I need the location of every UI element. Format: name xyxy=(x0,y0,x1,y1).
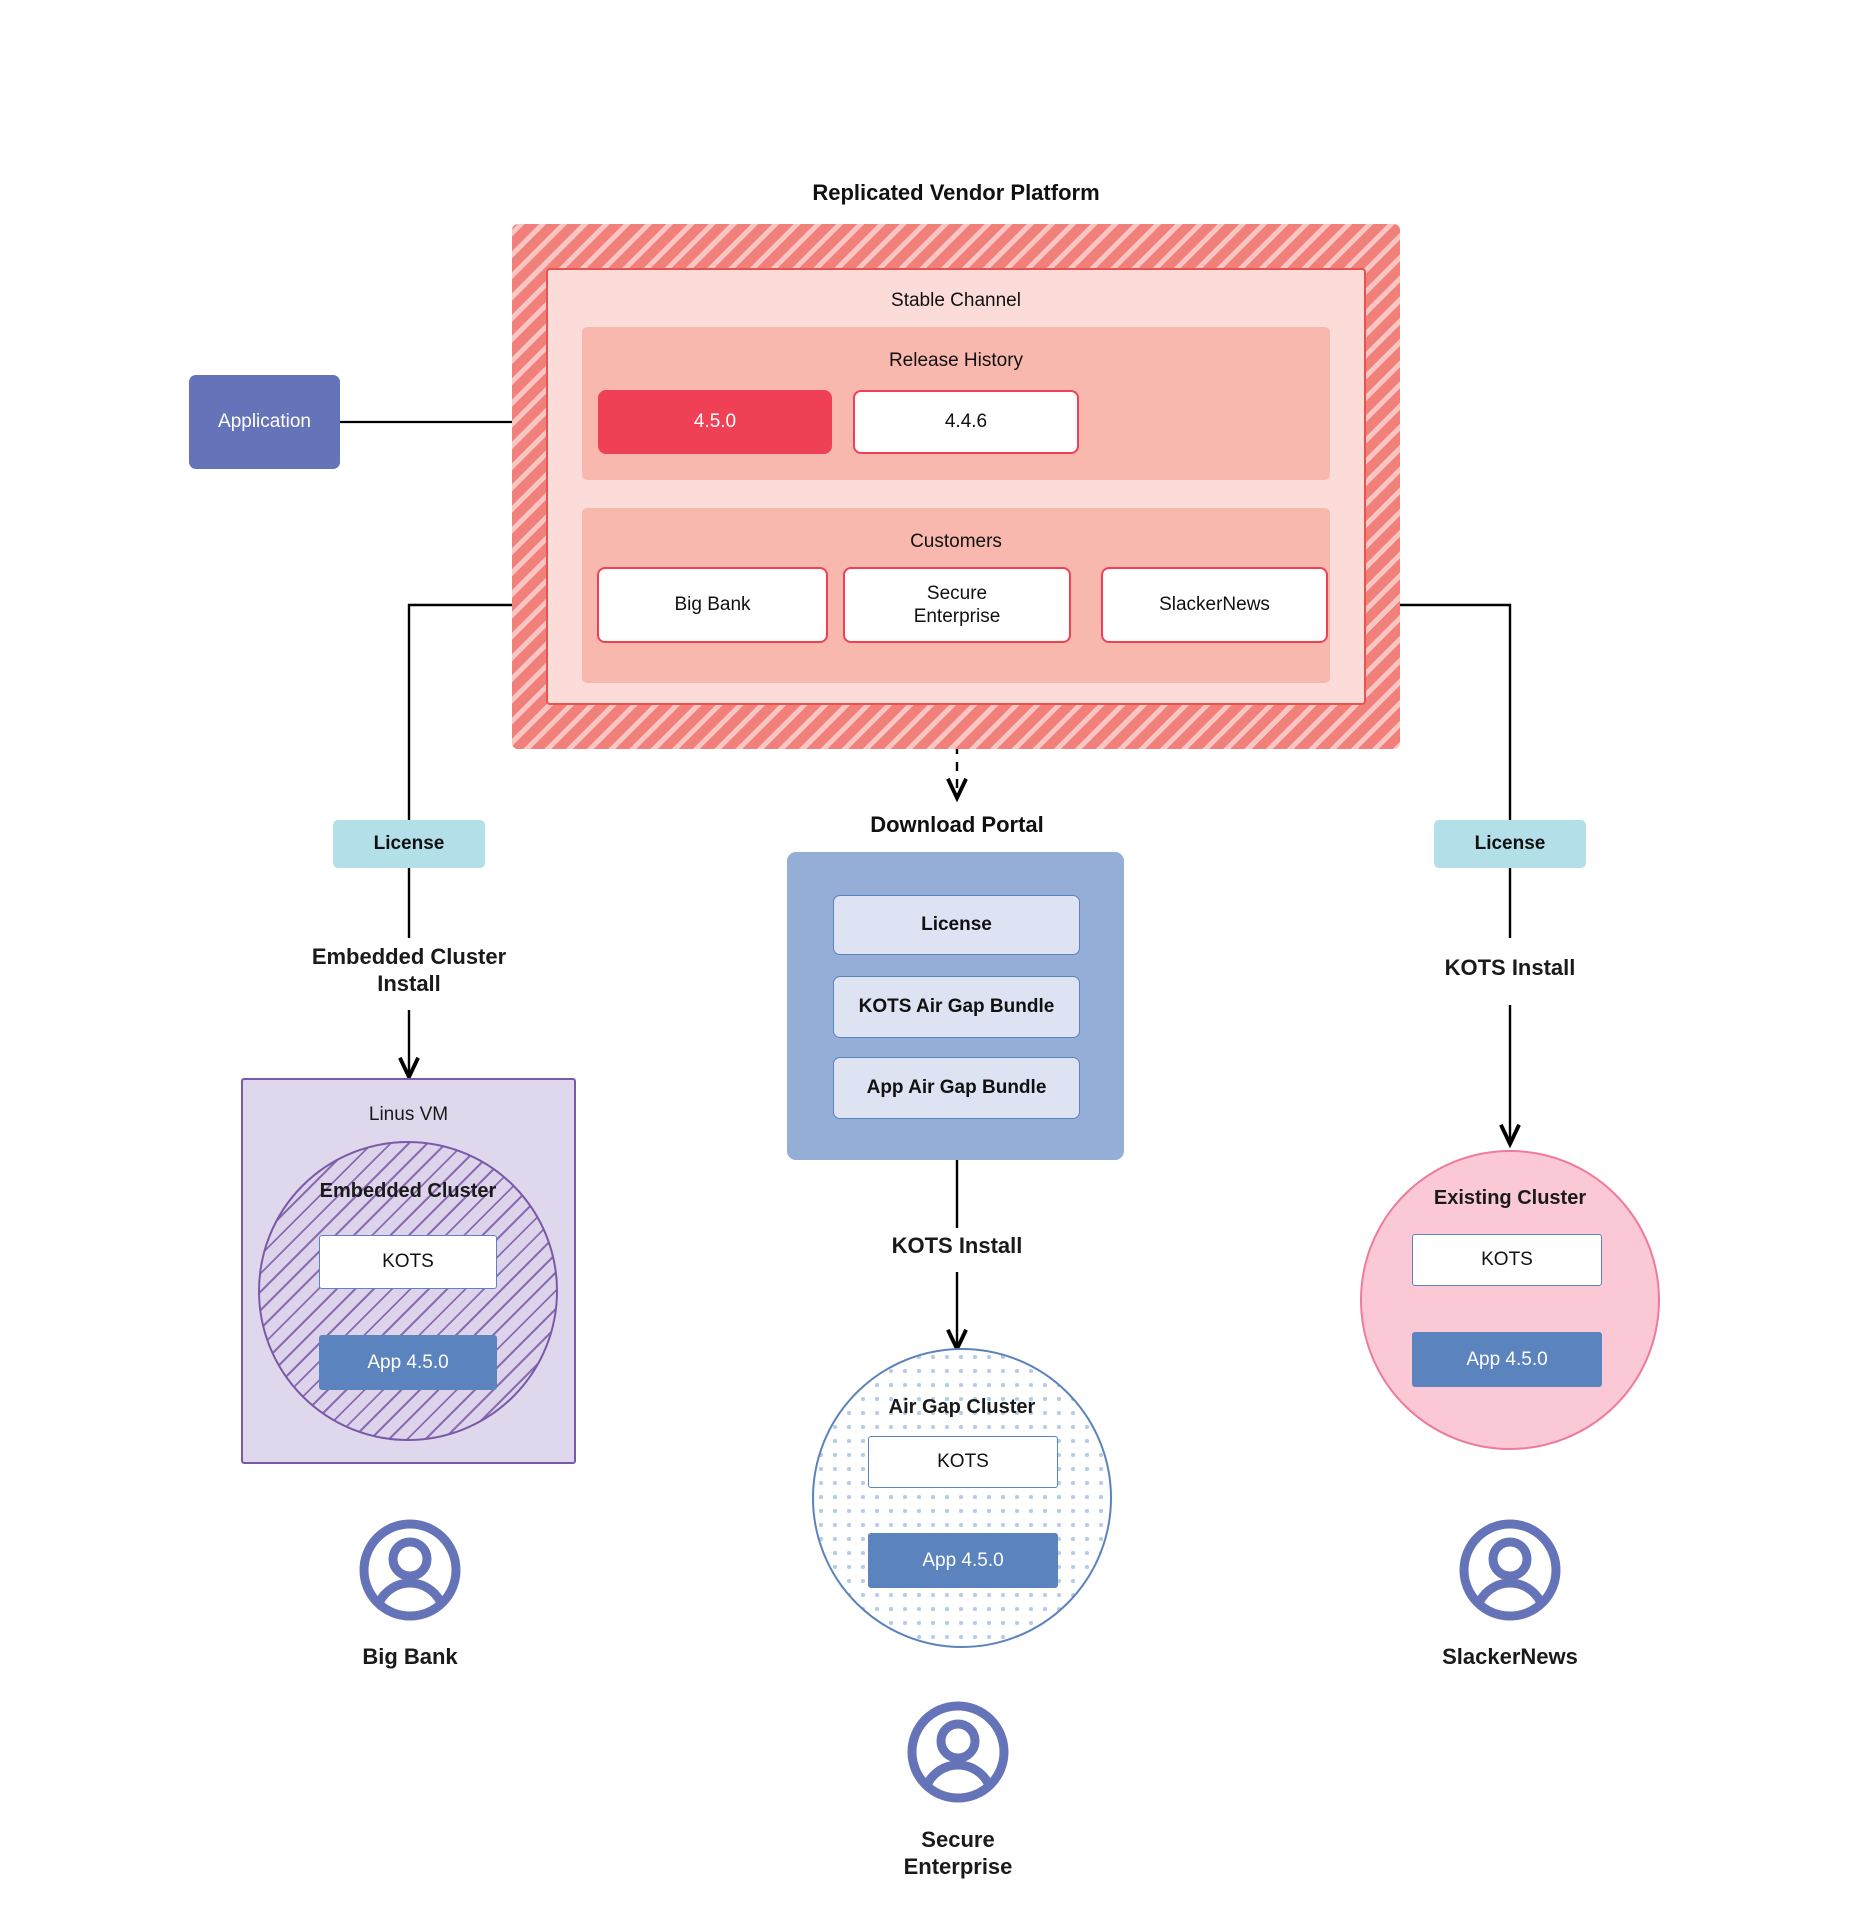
persona-label-secure-enterprise: Secure Enterprise xyxy=(903,1826,1013,1880)
application-node[interactable]: Application xyxy=(189,375,340,469)
avatar-secure-enterprise xyxy=(907,1701,1009,1803)
persona-label-big-bank: Big Bank xyxy=(362,1644,458,1670)
app-node-center[interactable]: App 4.5.0 xyxy=(868,1533,1058,1588)
edge-label-embedded-cluster-install: Embedded Cluster Install xyxy=(311,943,507,997)
kots-node-center[interactable]: KOTS xyxy=(868,1436,1058,1488)
app-node-right[interactable]: App 4.5.0 xyxy=(1412,1332,1602,1387)
embedded-cluster-circle xyxy=(258,1141,558,1441)
air-gap-cluster-label: Air Gap Cluster xyxy=(888,1395,1036,1418)
customer-secure-enterprise[interactable]: Secure Enterprise xyxy=(843,567,1071,643)
linus-vm-label: Linus VM xyxy=(368,1104,449,1125)
portal-item-kots-air-gap-bundle[interactable]: KOTS Air Gap Bundle xyxy=(833,976,1080,1038)
license-node-right[interactable]: License xyxy=(1434,820,1586,868)
kots-node-left[interactable]: KOTS xyxy=(319,1235,497,1289)
page-title: Replicated Vendor Platform xyxy=(812,180,1100,205)
release-4-5-0[interactable]: 4.5.0 xyxy=(598,390,832,454)
air-gap-cluster-circle xyxy=(812,1348,1112,1648)
portal-item-license[interactable]: License xyxy=(833,895,1080,955)
avatar-slackernews xyxy=(1459,1519,1561,1621)
customer-slackernews[interactable]: SlackerNews xyxy=(1101,567,1328,643)
persona-label-slackernews: SlackerNews xyxy=(1442,1644,1578,1670)
edge-label-kots-install-right: KOTS Install xyxy=(1444,955,1576,981)
existing-cluster-label: Existing Cluster xyxy=(1433,1186,1587,1209)
release-history-label: Release History xyxy=(888,350,1024,371)
release-4-4-6[interactable]: 4.4.6 xyxy=(853,390,1079,454)
portal-item-app-air-gap-bundle[interactable]: App Air Gap Bundle xyxy=(833,1057,1080,1119)
license-node-left[interactable]: License xyxy=(333,820,485,868)
existing-cluster-circle xyxy=(1360,1150,1660,1450)
edge-label-kots-install-center: KOTS Install xyxy=(891,1233,1023,1259)
avatar-big-bank xyxy=(359,1519,461,1621)
app-node-left[interactable]: App 4.5.0 xyxy=(319,1335,497,1390)
customer-big-bank[interactable]: Big Bank xyxy=(597,567,828,643)
embedded-cluster-label: Embedded Cluster xyxy=(319,1179,497,1202)
kots-node-right[interactable]: KOTS xyxy=(1412,1234,1602,1286)
customers-label: Customers xyxy=(910,531,1002,552)
stable-channel-label: Stable Channel xyxy=(891,290,1021,311)
download-portal-title: Download Portal xyxy=(870,812,1044,837)
